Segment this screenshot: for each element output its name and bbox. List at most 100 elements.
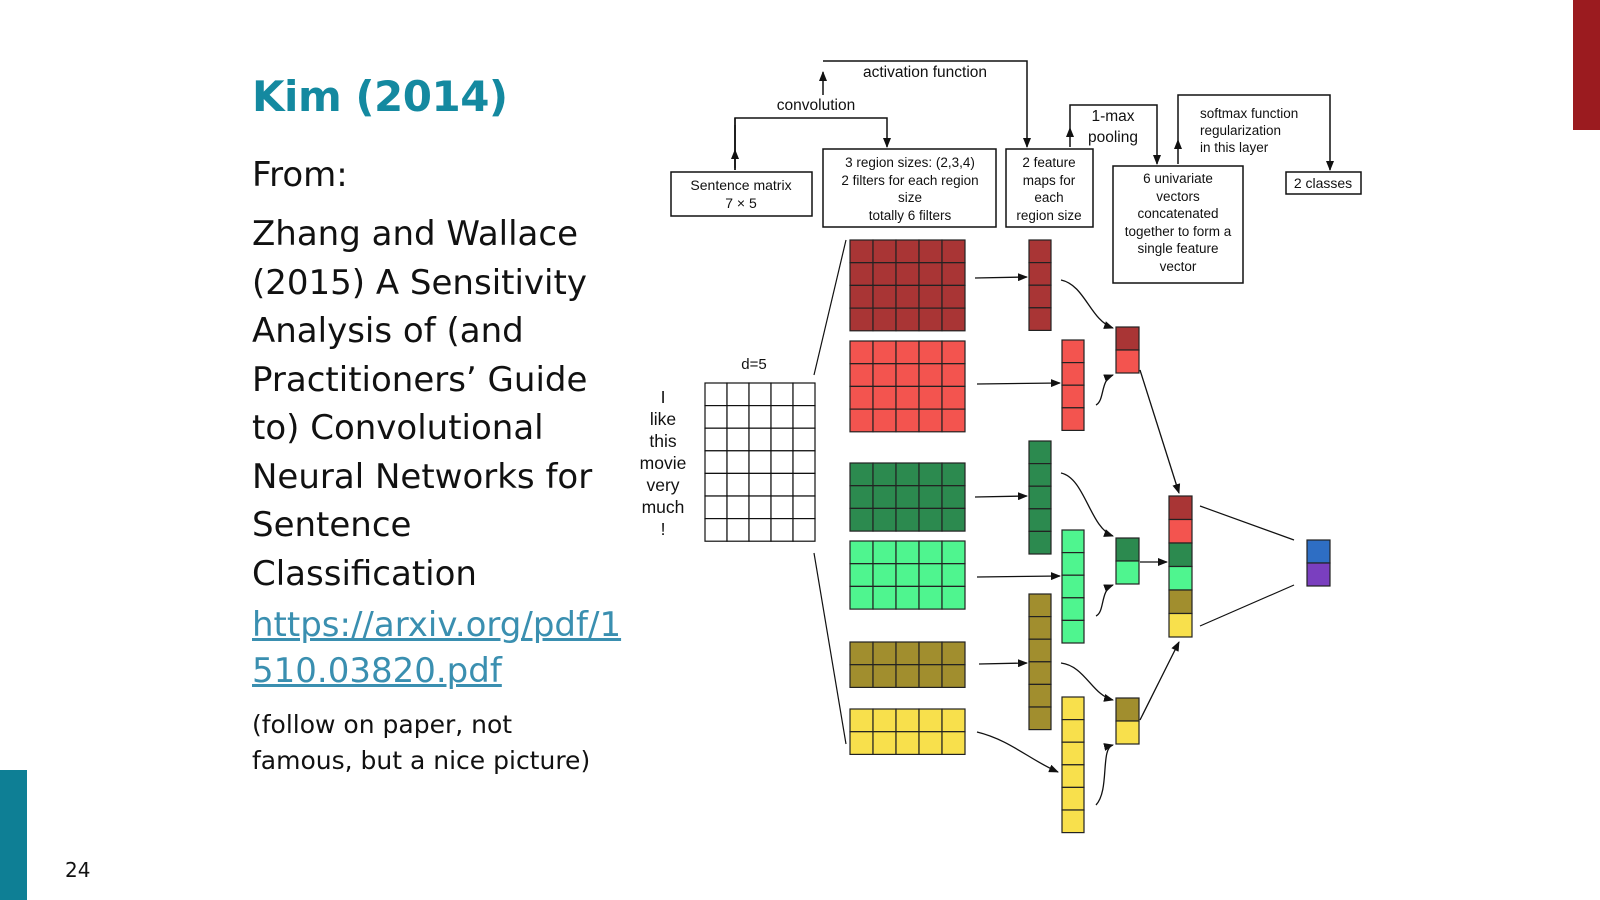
sentence-matrix-cell bbox=[726, 517, 750, 542]
filter-cell bbox=[849, 462, 874, 487]
filter-cell bbox=[895, 641, 920, 666]
filter-cell bbox=[941, 585, 966, 610]
pooled-cell bbox=[1115, 720, 1140, 745]
one-max-label-2: pooling bbox=[1088, 129, 1138, 146]
filter-cell bbox=[918, 641, 943, 666]
sentence-matrix-cell bbox=[726, 472, 750, 497]
feature-map-cell bbox=[1061, 551, 1085, 576]
note-text: (follow on paper, not famous, but a nice… bbox=[252, 710, 591, 775]
filter-cell bbox=[872, 462, 897, 487]
sentence-matrix-cell bbox=[792, 405, 816, 429]
filter-cell bbox=[895, 307, 920, 332]
feature-map-cell bbox=[1028, 508, 1052, 532]
filter-cell bbox=[941, 363, 966, 388]
filter-cell bbox=[918, 731, 943, 756]
filter-cell bbox=[849, 340, 874, 365]
filter-cell bbox=[895, 664, 920, 689]
univariate-label-5: single feature bbox=[1137, 241, 1218, 256]
concat-cell bbox=[1168, 612, 1193, 638]
region-sizes-label-2: 2 filters for each region bbox=[841, 173, 978, 188]
classes-box bbox=[1285, 171, 1362, 195]
filter-cell bbox=[872, 731, 897, 756]
sentence-matrix-cell bbox=[704, 472, 728, 497]
activation-connector bbox=[823, 60, 1031, 148]
filter-cell bbox=[895, 284, 920, 309]
filter-cell bbox=[895, 507, 920, 532]
filter-cell bbox=[849, 641, 874, 666]
sentence-matrix-cell bbox=[726, 427, 750, 452]
feature-map-cell bbox=[1028, 485, 1052, 510]
filter-cell bbox=[872, 284, 897, 309]
diagram-shapes bbox=[704, 239, 1331, 834]
filter-cell bbox=[941, 408, 966, 433]
sentence-matrix-cell bbox=[704, 495, 728, 520]
feature-map-cell bbox=[1028, 661, 1052, 685]
feature-map-cell bbox=[1061, 741, 1085, 766]
filter-cell bbox=[941, 641, 966, 666]
filter-cell bbox=[849, 485, 874, 510]
pooled-cell bbox=[1115, 697, 1140, 722]
filter-to-map-arrow bbox=[976, 572, 1061, 581]
sentence-matrix-box bbox=[670, 171, 813, 217]
sentence-matrix-cell bbox=[726, 495, 750, 520]
filter-cell bbox=[849, 540, 874, 565]
paper-link[interactable]: https://arxiv.org/pdf/1510.03820.pdf bbox=[252, 605, 622, 691]
filter-cell bbox=[849, 731, 874, 756]
feature-maps-label-1: 2 feature bbox=[1022, 155, 1075, 170]
filter-cell bbox=[941, 284, 966, 309]
concat-cell bbox=[1168, 542, 1193, 568]
sentence-matrix-cell bbox=[792, 427, 816, 452]
feature-map-cell bbox=[1061, 384, 1085, 409]
slide-title: Kim (2014) bbox=[252, 72, 508, 121]
region-sizes-box bbox=[822, 148, 997, 228]
sentence-matrix-cell bbox=[748, 472, 772, 497]
feature-map-cell bbox=[1028, 615, 1052, 640]
feature-map-cell bbox=[1061, 764, 1085, 788]
filter-cell bbox=[872, 641, 897, 666]
univariate-box bbox=[1112, 165, 1244, 284]
concat-cell bbox=[1168, 518, 1193, 544]
filter-cell bbox=[918, 284, 943, 309]
feature-map-cell bbox=[1061, 619, 1085, 644]
filter-cell bbox=[872, 485, 897, 510]
word-5: very bbox=[646, 475, 679, 495]
feature-maps-label-4: region size bbox=[1016, 208, 1081, 223]
sentence-matrix-cell bbox=[726, 450, 750, 474]
filter-cell bbox=[895, 408, 920, 433]
filter-cell bbox=[849, 408, 874, 433]
filter-cell bbox=[872, 363, 897, 388]
softmax-connector bbox=[1177, 94, 1334, 171]
pooled-cell bbox=[1115, 326, 1140, 351]
sentence-matrix-cell bbox=[792, 450, 816, 474]
sentence-matrix-cell bbox=[770, 427, 794, 452]
filter-cell bbox=[918, 262, 943, 287]
filter-cell bbox=[941, 540, 966, 565]
filter-cell bbox=[849, 363, 874, 388]
filter-cell bbox=[849, 307, 874, 332]
filter-cell bbox=[849, 262, 874, 287]
filter-cell bbox=[941, 563, 966, 588]
softmax-label-3: in this layer bbox=[1200, 140, 1269, 155]
feature-map-cell bbox=[1061, 597, 1085, 621]
filter-cell bbox=[849, 284, 874, 309]
filter-cell bbox=[872, 262, 897, 287]
feature-maps-label-2: maps for bbox=[1023, 173, 1076, 188]
filter-cell bbox=[918, 540, 943, 565]
sentence-matrix-cell bbox=[792, 472, 816, 497]
feature-map-cell bbox=[1061, 407, 1085, 431]
filter-cell bbox=[895, 540, 920, 565]
filter-cell bbox=[872, 340, 897, 365]
filter-cell bbox=[918, 307, 943, 332]
sentence-matrix-cell bbox=[704, 405, 728, 429]
filter-cell bbox=[895, 585, 920, 610]
feature-map-cell bbox=[1028, 262, 1052, 286]
region-sizes-label-1: 3 region sizes: (2,3,4) bbox=[845, 155, 975, 170]
feature-map-cell bbox=[1028, 593, 1052, 618]
univariate-label-2: vectors bbox=[1156, 189, 1200, 204]
pooling-connector bbox=[1069, 104, 1161, 165]
sentence-matrix-cell bbox=[704, 450, 728, 474]
map-to-pool-arrow bbox=[1060, 662, 1114, 702]
sentence-matrix-label-2: 7 × 5 bbox=[725, 195, 757, 211]
word-1: I bbox=[661, 387, 666, 407]
